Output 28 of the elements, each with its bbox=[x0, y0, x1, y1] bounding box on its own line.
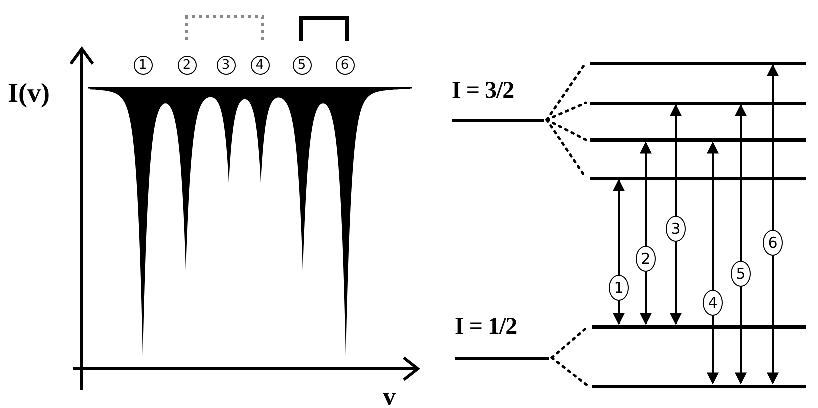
sublevel-line bbox=[590, 102, 806, 104]
transition-arrow bbox=[670, 104, 682, 326]
sublevel-line bbox=[592, 384, 806, 388]
transition-arrow bbox=[767, 64, 779, 385]
edge-label: 1 bbox=[609, 275, 629, 301]
edge-label: 4 bbox=[703, 290, 723, 316]
transition-arrow bbox=[735, 104, 747, 385]
callout-number: 1 bbox=[134, 56, 152, 74]
sublevel-line bbox=[590, 176, 806, 180]
level-label: I = 1/2 bbox=[455, 314, 518, 340]
edge-label: 3 bbox=[666, 216, 686, 242]
dotted-line bbox=[546, 118, 588, 142]
axis-label: v bbox=[383, 384, 396, 408]
dotted-line bbox=[546, 102, 588, 122]
transition-arrow bbox=[707, 142, 719, 385]
dotted-line bbox=[550, 326, 590, 360]
edge-label: 6 bbox=[763, 230, 783, 256]
callout-number: 2 bbox=[178, 56, 196, 74]
callout-number: 5 bbox=[292, 56, 312, 74]
sublevel-line bbox=[590, 62, 806, 64]
callout-number: 4 bbox=[250, 56, 270, 74]
dotted-line bbox=[550, 356, 590, 388]
edge-label: 5 bbox=[731, 261, 751, 287]
edge-label: 2 bbox=[636, 246, 656, 272]
callout-number: 3 bbox=[216, 56, 236, 74]
callout-number: 6 bbox=[336, 56, 354, 74]
level-label: I = 3/2 bbox=[452, 78, 516, 104]
axis-label: I(v) bbox=[8, 80, 50, 107]
